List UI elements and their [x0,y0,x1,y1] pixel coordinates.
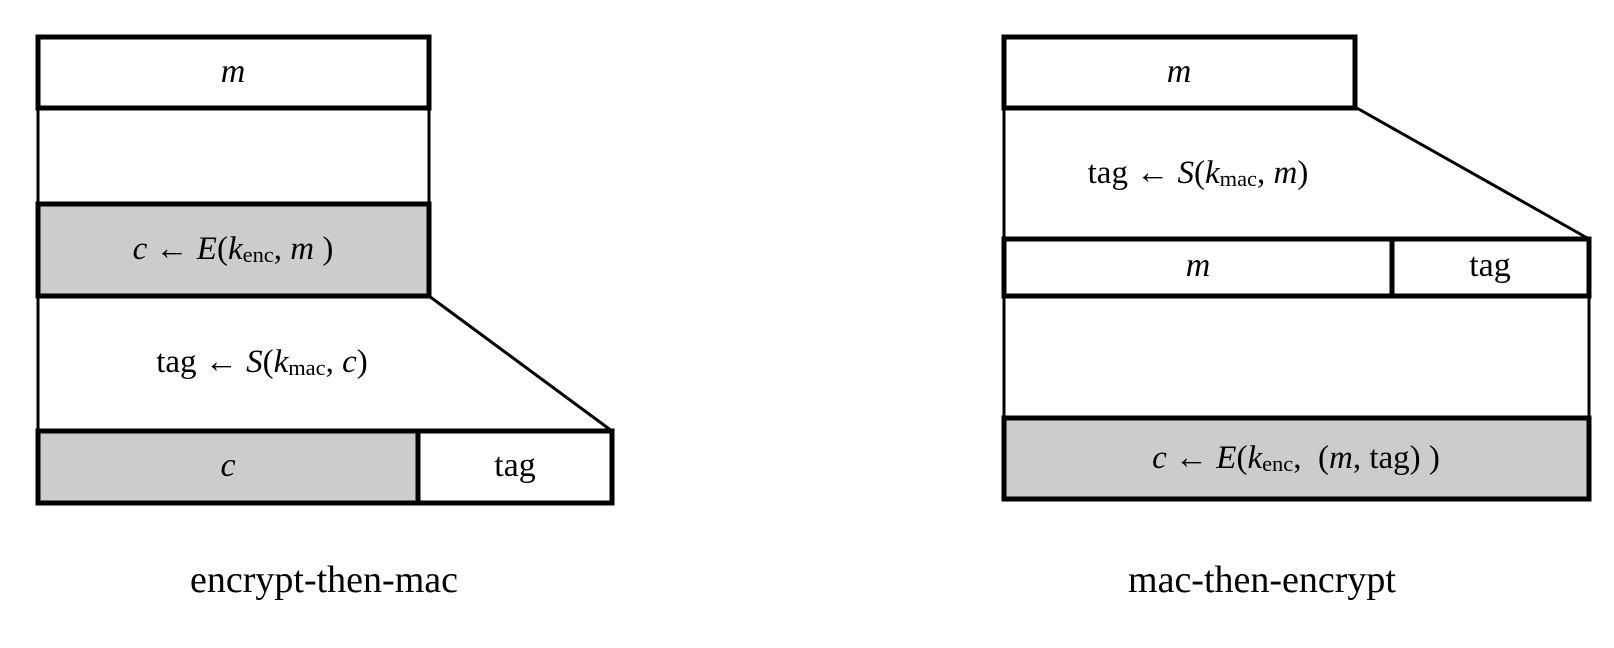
block-encrypt-step-etm [35,201,432,299]
block-label-output-tag-etm: tag [494,447,536,484]
panel-mac-then-encrypt: m tag ← S(kmac, m) m tag c ← E(kenc, (m,… [1001,34,1592,601]
block-mid-message-mte [1001,236,1395,299]
block-plaintext-top-mte [1001,34,1358,111]
block-label-mac-step-mte: tag ← S(kmac, m) [1088,155,1309,192]
block-label-plaintext-top-etm: m [221,53,246,90]
caption-encrypt-then-mac: encrypt-then-mac [190,559,458,601]
block-label-encrypt-step-mte: c ← E(kenc, (m, tag) ) [1152,440,1440,477]
diagonal-connector-mte [1354,105,1590,241]
block-mid-tag-mte [1389,236,1592,299]
block-label-mid-message-mte: m [1186,247,1211,284]
block-label-mid-tag-mte: tag [1469,247,1511,284]
panel-encrypt-then-mac: m c ← E(kenc, m ) tag ← S(kmac, c) c tag… [35,34,615,601]
caption-mac-then-encrypt: mac-then-encrypt [1128,559,1396,601]
block-output-ciphertext-etm [35,428,421,506]
diagonal-connector-etm [428,294,613,433]
block-label-encrypt-step-etm: c ← E(kenc, m ) [133,231,334,268]
block-plaintext-top-etm [35,34,432,111]
block-encrypt-step-mte [1001,415,1592,502]
block-label-plaintext-top-mte: m [1167,53,1192,90]
block-label-mac-step-etm: tag ← S(kmac, c) [156,344,368,381]
block-label-output-ciphertext-etm: c [220,447,235,484]
block-output-tag-etm [415,428,615,506]
